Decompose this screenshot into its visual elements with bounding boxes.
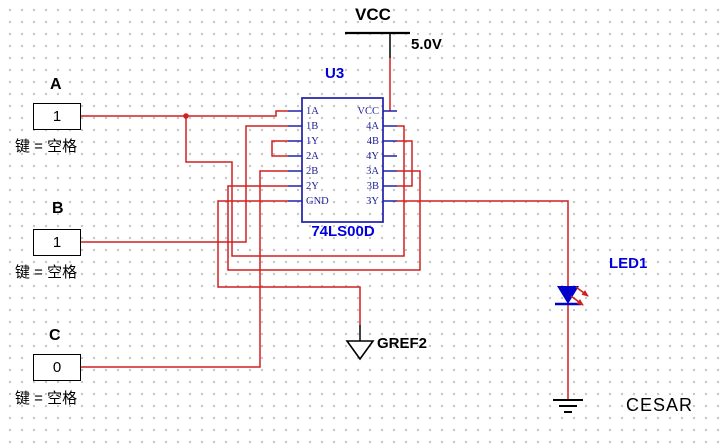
vcc-label: VCC [355, 5, 391, 24]
vcc-voltage: 5.0V [411, 36, 442, 53]
chip-pin-row: GND 3Y [302, 195, 383, 208]
pin-label-4a: 4A [366, 121, 379, 132]
wire-1y-to-2a[interactable] [271, 140, 288, 157]
pin-label-1a: 1A [306, 106, 319, 117]
switch-a-key-hint: 键 = 空格 [15, 138, 78, 155]
pin-label-2y: 2Y [306, 181, 319, 192]
wire-a-branch-to-4a[interactable] [185, 116, 405, 257]
chip-pin-row: 1Y 4B [302, 135, 383, 148]
pin-label-3a: 3A [366, 166, 379, 177]
switch-b-value-box[interactable]: 1 [33, 229, 81, 256]
chip-part-number: 74LS00D [311, 223, 375, 240]
pin-label-3y: 3Y [366, 196, 379, 207]
pin-label-4y: 4Y [366, 151, 379, 162]
switch-c-label: C [49, 327, 61, 344]
wire-2y-to-3a[interactable] [227, 170, 421, 271]
junction-dot [183, 113, 189, 119]
chip-pin-row: 2B 3A [302, 165, 383, 178]
switch-a-value-box[interactable]: 1 [33, 103, 81, 130]
gref-ground-icon[interactable] [345, 325, 375, 361]
wire-switch-c-to-2b[interactable] [80, 170, 288, 368]
chip-pin-row: 1A VCC [302, 105, 383, 118]
nand-chip-symbol[interactable] [301, 97, 384, 223]
pin-label-1b: 1B [306, 121, 319, 132]
vcc-power-icon[interactable] [345, 31, 410, 58]
ground-icon[interactable] [553, 399, 583, 413]
annotation-text: CESAR [626, 395, 694, 415]
pin-label-gnd: GND [306, 196, 329, 207]
pin-label-vcc: VCC [357, 106, 379, 117]
gref-label: GREF2 [377, 335, 428, 352]
pin-label-4b: 4B [366, 136, 379, 147]
pin-label-2b: 2B [306, 166, 319, 177]
switch-c-key-hint: 键 = 空格 [15, 390, 78, 407]
switch-b-key-hint: 键 = 空格 [15, 264, 78, 281]
chip-pin-row: 1B 4A [302, 120, 383, 133]
led-icon[interactable] [555, 286, 589, 306]
switch-b-label: B [52, 200, 64, 217]
pin-label-1y: 1Y [306, 136, 319, 147]
wire-4b-to-3b[interactable] [397, 140, 413, 187]
switch-a-label: A [50, 76, 62, 93]
switch-c-value-box[interactable]: 0 [33, 354, 81, 381]
wire-gnd-to-gref[interactable] [217, 200, 361, 325]
wire-3y-to-led[interactable] [397, 200, 569, 286]
chip-pin-row: 2Y 3B [302, 180, 383, 193]
pin-label-2a: 2A [306, 151, 319, 162]
chip-pin-row: 2A 4Y [302, 150, 383, 163]
chip-pin-stubs [288, 110, 397, 202]
wire-switch-b-to-1b[interactable] [80, 125, 288, 243]
chip-designator: U3 [325, 65, 345, 82]
wire-switch-a-to-1a[interactable] [80, 110, 288, 117]
led-designator: LED1 [609, 255, 648, 272]
pin-label-3b: 3B [366, 181, 379, 192]
